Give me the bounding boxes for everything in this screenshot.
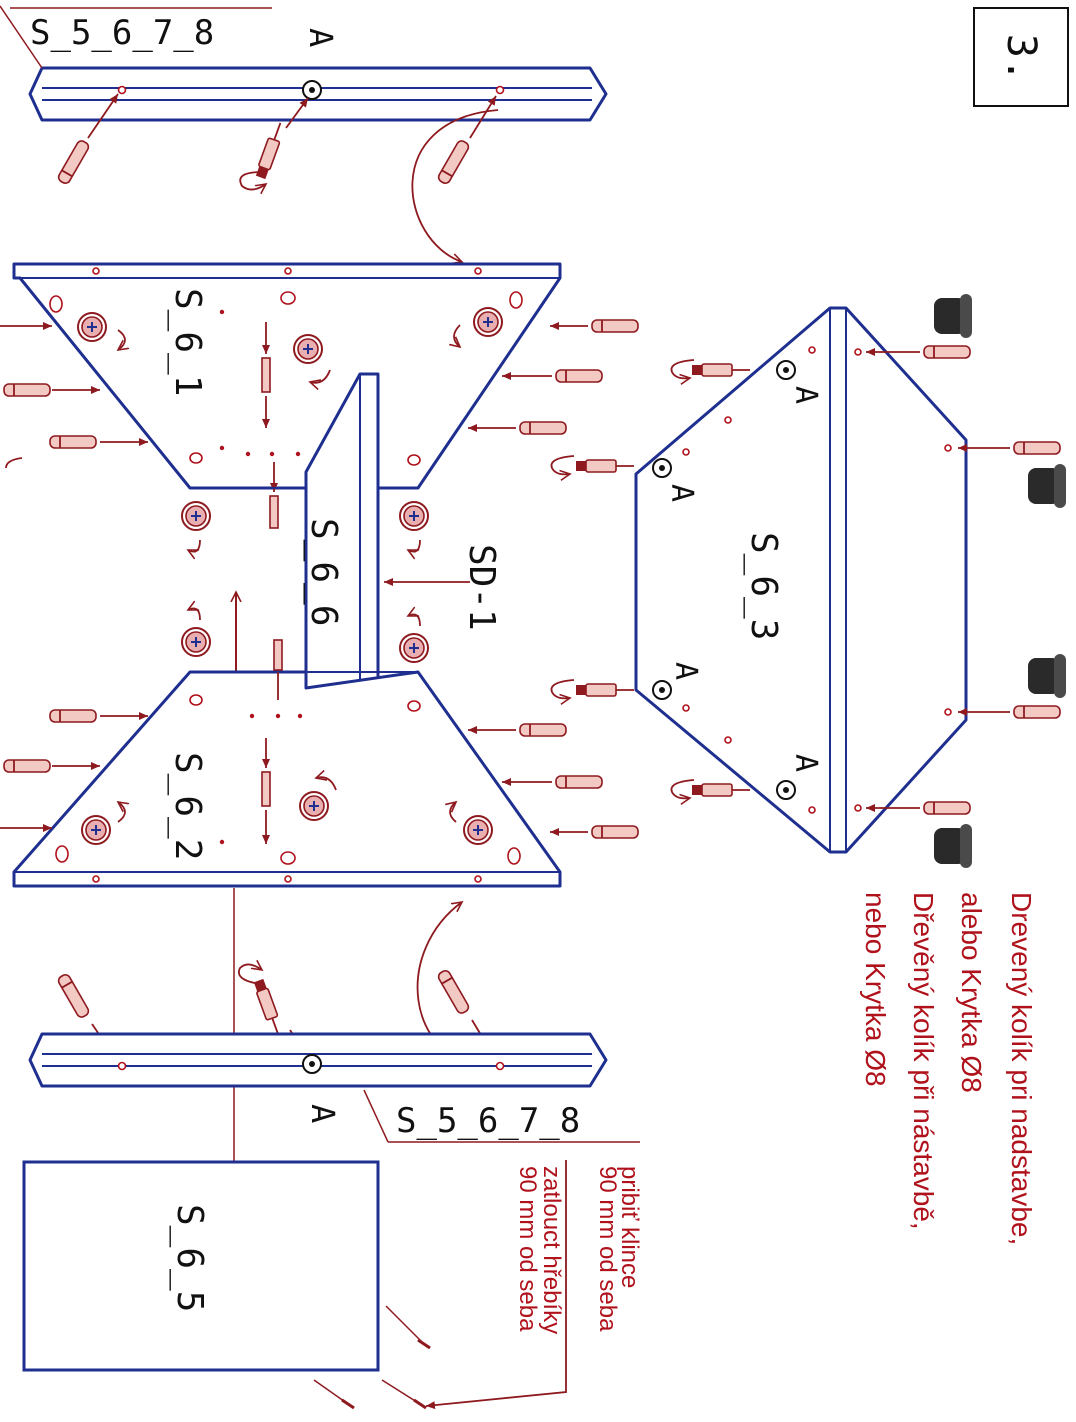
connector-label: SD-1 — [461, 544, 502, 631]
panel-s61 — [12, 262, 562, 490]
cap-icon — [1028, 464, 1066, 508]
pins-s61 — [261, 322, 279, 529]
step-number-box: 3. — [973, 7, 1069, 107]
panel-s62 — [12, 670, 562, 888]
cams-s61 — [77, 307, 503, 552]
box-s65-label: S_6_5 — [169, 1204, 210, 1312]
dowel-cap-note: Drevený kolík pri nadstavbe, alebo Krytk… — [860, 892, 1037, 1245]
note-dowel-sk-1: Drevený kolík pri nadstavbe, — [1006, 892, 1037, 1245]
note-dowel-cz-1: Dřevěný kolík při nástavbě, — [908, 892, 939, 1230]
markers-s63 — [652, 360, 796, 800]
bottom-rail — [28, 1032, 608, 1088]
rail-dowel-top-left — [55, 93, 119, 186]
box-s65 — [22, 1160, 380, 1372]
rail-label-leader-top — [0, 5, 43, 69]
panel-s63-label: S_6_3 — [743, 532, 784, 640]
bottom-rail-label: S_5_6_7_8 — [396, 1101, 580, 1141]
top-rail — [28, 66, 608, 122]
marker-a-s63-2: A — [664, 484, 699, 502]
nail-note: pribiť klince 90 mm od seba zatlouct hře… — [514, 1166, 643, 1334]
marker-a-s63-3: A — [668, 662, 703, 680]
rotate-arrow-top — [411, 109, 499, 262]
cap-icon — [934, 294, 972, 338]
note-dowel-cz-2: nebo Krytka Ø8 — [860, 892, 891, 1087]
marker-a-s63-4: A — [788, 754, 823, 772]
screws-s63 — [550, 359, 751, 798]
rail-label-leader-bottom — [363, 1089, 389, 1143]
pins-s62 — [261, 639, 283, 844]
step-number: 3. — [998, 34, 1044, 82]
panel-s62-label: S_6_2 — [167, 752, 208, 860]
cap-icon — [934, 824, 972, 868]
dowels-s61-left — [0, 322, 148, 469]
nails — [313, 1160, 567, 1410]
dowels-s61-right — [468, 319, 639, 435]
center-board-label: S_6_6 — [303, 518, 344, 626]
cams-s62 — [81, 608, 493, 845]
note-nails-cz-1: zatlouct hřebíky — [538, 1166, 565, 1334]
marker-a-bottom-rail: A — [304, 1104, 342, 1123]
note-dowel-sk-2: alebo Krytka Ø8 — [956, 892, 987, 1093]
marker-a-top-rail: A — [302, 28, 340, 47]
panel-s61-label: S_6_1 — [167, 288, 208, 396]
note-nails-sk-1: pribiť klince — [616, 1166, 643, 1288]
dowels-s62-left — [0, 709, 148, 832]
rail-screw-top — [239, 97, 309, 190]
note-nails-cz-2: 90 mm od seba — [514, 1166, 541, 1332]
dowels-s62-right — [468, 723, 639, 839]
dowels-s63-right — [866, 345, 1061, 815]
note-nails-sk-2: 90 mm od seba — [594, 1166, 621, 1332]
rail-dowel-top-right — [435, 95, 497, 186]
cap-icon — [1028, 654, 1066, 698]
marker-a-s63-1: A — [788, 386, 823, 404]
top-rail-label: S_5_6_7_8 — [30, 13, 214, 53]
